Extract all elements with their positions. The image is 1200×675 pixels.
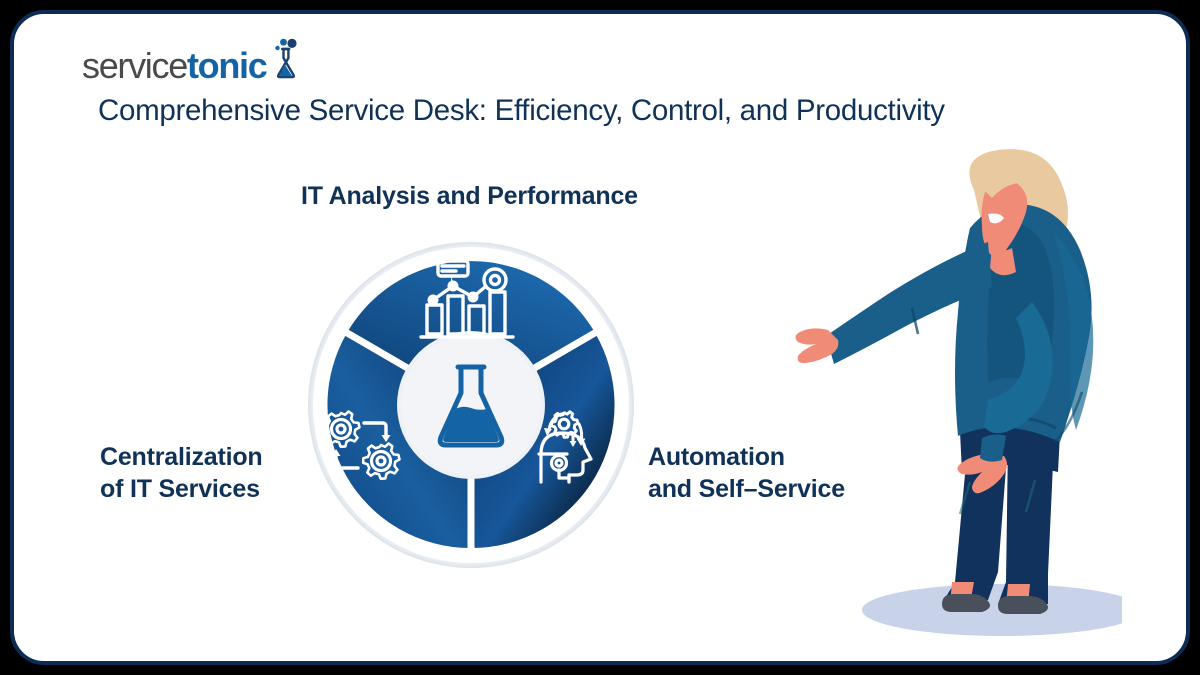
flask-icon [433,359,509,451]
head [981,179,1028,258]
flask-icon [267,38,301,85]
segment-label-it-analysis: IT Analysis and Performance [301,182,638,210]
hand-extended [795,328,839,364]
three-segment-donut-diagram [306,240,636,570]
segment-label-centralization: Centralization of IT Services [100,443,263,503]
gears-cycle-icon [317,406,407,486]
arm-extended [826,242,992,364]
head-gear-icon [527,406,617,486]
shoe-back [942,594,990,612]
shoe-front [998,596,1048,614]
neck [990,246,1016,276]
hand-bent [957,454,1007,494]
logo-text-service: service [82,45,188,86]
sleeve-cuff [980,434,1006,462]
leg-front [998,442,1054,604]
bar-chart-analytics-icon [417,256,525,348]
page-title: Comprehensive Service Desk: Efficiency, … [98,94,945,127]
woman-pointing-illustration [792,142,1122,642]
smile [988,213,1004,224]
hair-front [982,158,1056,198]
donut-center-disc-inner [401,335,541,475]
arm-bent [984,302,1053,434]
floor-shadow [862,584,1122,636]
logo-text-tonic: tonic [186,45,268,86]
segment-label-automation: Automation and Self–Service [648,443,845,503]
